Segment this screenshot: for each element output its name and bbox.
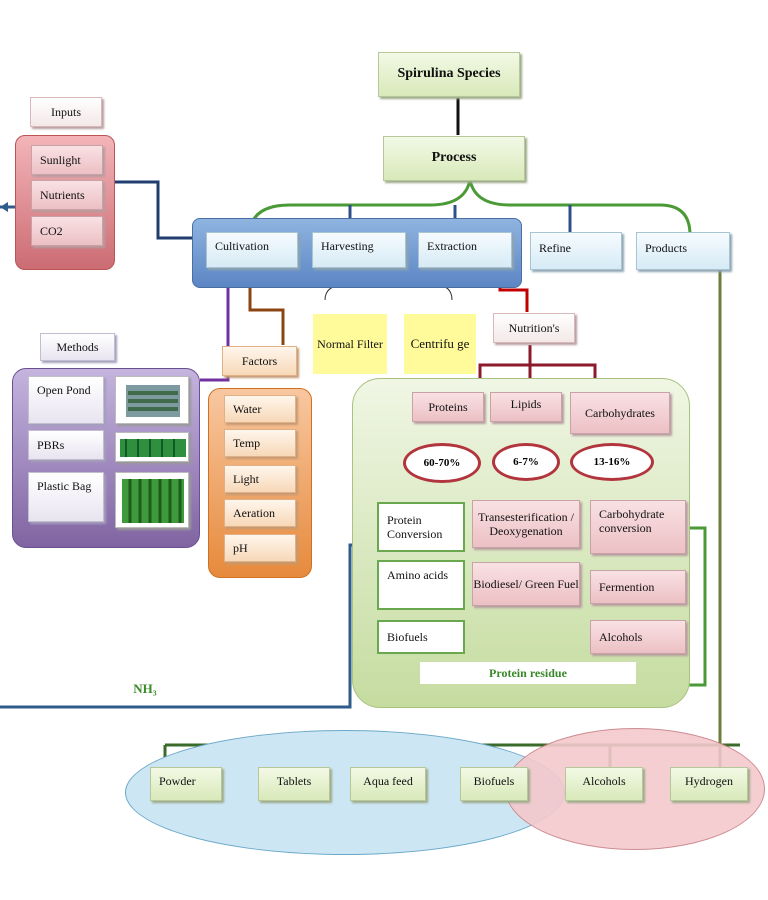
normal-filter-node: Normal Filter bbox=[313, 314, 387, 374]
extraction-node: Extraction bbox=[418, 232, 512, 268]
fermention-node: Fermention bbox=[590, 570, 686, 604]
output-powder: Powder bbox=[150, 767, 222, 801]
output-aqua-feed: Aqua feed bbox=[350, 767, 426, 801]
sunlight-node: Sunlight bbox=[31, 145, 103, 175]
pbrs-node: PBRs bbox=[28, 430, 104, 460]
open-pond-node: Open Pond bbox=[28, 376, 104, 424]
proteins-percent: 60-70% bbox=[403, 443, 481, 483]
nutrients-node: Nutrients bbox=[31, 180, 103, 210]
carbohydrate-conversion-node: Carbohydrate conversion bbox=[590, 500, 686, 554]
nutritions-node: Nutrition's bbox=[493, 313, 575, 343]
aeration-factor: Aeration bbox=[224, 499, 296, 527]
protein-conversion-node: Protein Conversion bbox=[377, 502, 465, 552]
ph-factor: pH bbox=[224, 534, 296, 562]
amino-acids-node: Amino acids bbox=[377, 560, 465, 610]
output-tablets: Tablets bbox=[258, 767, 330, 801]
light-factor: Light bbox=[224, 465, 296, 493]
nh3-label: NH₃ bbox=[133, 681, 157, 697]
methods-label: Methods bbox=[40, 333, 115, 361]
output-alcohols: Alcohols bbox=[565, 767, 643, 801]
spirulina-species-node: Spirulina Species bbox=[378, 52, 520, 97]
plastic-bag-image bbox=[115, 472, 189, 528]
open-pond-image bbox=[115, 376, 189, 424]
temp-factor: Temp bbox=[224, 429, 296, 457]
carbohydrates-percent: 13-16% bbox=[570, 443, 654, 481]
lipids-percent: 6-7% bbox=[492, 443, 560, 481]
plastic-bag-node: Plastic Bag bbox=[28, 472, 104, 522]
factors-link bbox=[248, 268, 285, 345]
nutrients-link bbox=[113, 180, 205, 240]
process-node: Process bbox=[383, 136, 525, 181]
proteins-node: Proteins bbox=[412, 392, 484, 422]
pbrs-image bbox=[115, 432, 189, 462]
cultivation-node: Cultivation bbox=[206, 232, 298, 268]
methods-link bbox=[200, 268, 230, 382]
biodiesel-node: Biodiesel/ Green Fuel bbox=[472, 562, 580, 606]
alcohols-inner-node: Alcohols bbox=[590, 620, 686, 654]
output-biofuels: Biofuels bbox=[460, 767, 528, 801]
output-hydrogen: Hydrogen bbox=[670, 767, 748, 801]
water-factor: Water bbox=[224, 395, 296, 423]
refine-node: Refine bbox=[530, 232, 622, 270]
lipids-node: Lipids bbox=[490, 392, 562, 422]
harvesting-node: Harvesting bbox=[312, 232, 406, 268]
biofuels-inner-node: Biofuels bbox=[377, 620, 465, 654]
protein-residue-label: Protein residue bbox=[420, 662, 636, 684]
carbohydrates-node: Carbohydrates bbox=[570, 392, 670, 434]
co2-node: CO2 bbox=[31, 216, 103, 246]
products-node: Products bbox=[636, 232, 730, 270]
transesterification-node: Transesterification / Deoxygenation bbox=[472, 500, 580, 548]
inputs-label: Inputs bbox=[30, 97, 102, 127]
centrifuge-node: Centrifu ge bbox=[404, 314, 476, 374]
factors-label: Factors bbox=[222, 346, 297, 376]
